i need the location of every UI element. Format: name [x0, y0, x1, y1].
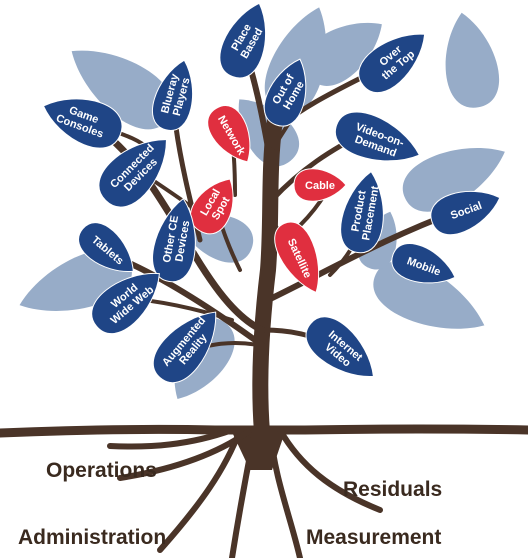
leaf-shape	[153, 311, 217, 384]
leaf-other-ce-devices: Other CEDevices	[152, 197, 196, 282]
leaf-over-the-top: Overthe Top	[358, 33, 426, 94]
leaf-tablets: Tablets	[78, 222, 134, 272]
leaf-network: Network	[207, 105, 251, 163]
leaf-shape	[391, 243, 456, 284]
leaf-shape	[152, 197, 196, 282]
background-leaf	[445, 12, 500, 108]
leaf-mobile: Mobile	[391, 243, 456, 284]
leaf-shape	[151, 59, 194, 131]
leaf-shape	[91, 273, 160, 334]
leaf-social: Social	[430, 190, 501, 236]
tree-root	[157, 427, 243, 553]
leaf-shape	[98, 139, 167, 208]
leaf-shape	[42, 98, 123, 149]
leaf-satellite: Satellite	[274, 221, 320, 294]
leaf-world-wide-web: WorldWide Web	[91, 273, 160, 334]
tree-branches	[0, 47, 528, 558]
root-label-measurement: Measurement	[306, 526, 442, 549]
leaf-connected-devices: ConnectedDevices	[98, 139, 167, 208]
tree-root	[117, 429, 251, 481]
leaf-cable: Cable	[293, 168, 347, 202]
leaf-internet-video: InternetVideo	[305, 316, 374, 377]
leaf-video-on-demand: Video-on-Demand	[334, 111, 421, 162]
background-leaf	[373, 261, 485, 329]
leaf-blueray-players: BluerayPlayers	[151, 59, 194, 131]
root-label-operations: Operations	[46, 459, 157, 482]
leaf-shape	[430, 190, 501, 236]
leaf-shape	[334, 111, 421, 162]
background-leaf	[71, 50, 173, 130]
leaf-place-based: PlaceBased	[219, 2, 267, 79]
tree-root	[107, 427, 235, 450]
leaf-shape	[263, 58, 307, 127]
leaf-shape	[358, 33, 426, 94]
tree-root	[229, 427, 258, 558]
root-label-administration: Administration	[18, 526, 167, 549]
leaf-shape	[274, 221, 320, 294]
leaf-shape	[207, 105, 251, 163]
root-label-residuals: Residuals	[343, 478, 443, 501]
leaf-shape	[78, 222, 134, 272]
leaf-shape	[305, 316, 374, 377]
leaf-label-line: Cable	[305, 180, 335, 192]
leaf-product-placement: ProductPlacement	[340, 170, 384, 253]
leaf-label: Cable	[305, 180, 335, 192]
tree-root	[277, 427, 383, 513]
leaf-augmented-reality: AugmentedReality	[153, 311, 217, 384]
background-leaf	[303, 22, 382, 86]
tree-root	[267, 427, 303, 558]
leaf-shape	[340, 170, 384, 253]
leaf-shape	[293, 168, 347, 202]
leaf-shape	[219, 2, 267, 79]
background-leaf	[402, 148, 505, 212]
